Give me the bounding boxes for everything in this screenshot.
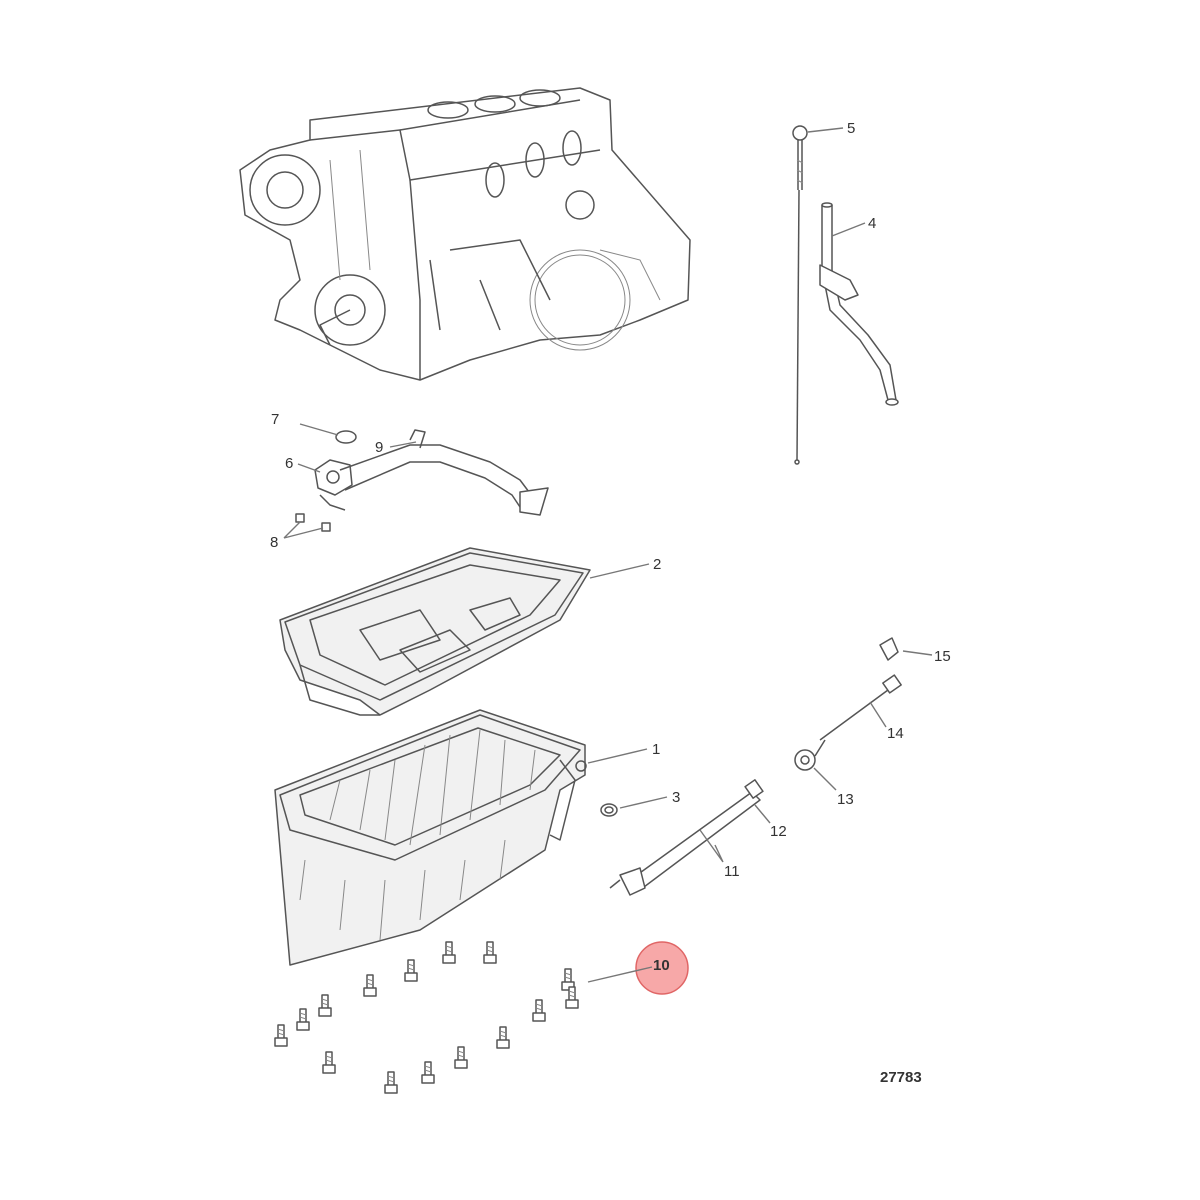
callout-10: 10	[653, 957, 670, 974]
bolt	[384, 1071, 398, 1094]
dipstick	[792, 125, 808, 465]
callout-13: 13	[837, 791, 854, 808]
oil-level-sensor	[609, 779, 764, 896]
clip	[879, 637, 899, 661]
sensor-seal	[794, 739, 826, 771]
bolt	[454, 1046, 468, 1069]
oil-pickup-tube	[295, 429, 549, 532]
callout-11: 11	[724, 863, 740, 880]
oil-pan-upper	[279, 547, 591, 716]
callout-6: 6	[285, 455, 293, 472]
dipstick-tube	[819, 202, 899, 406]
washer	[600, 803, 618, 817]
bolt	[442, 941, 456, 964]
figure-number: 27783	[880, 1069, 922, 1086]
oil-pan-bolts	[274, 941, 579, 1094]
callout-5: 5	[847, 120, 855, 137]
bolt	[322, 1051, 336, 1074]
highlight-circle-10	[635, 941, 689, 995]
o-ring	[335, 430, 357, 444]
leader-lines	[283, 127, 933, 983]
wire-harness	[819, 674, 902, 741]
bolt	[483, 941, 497, 964]
callout-7: 7	[271, 411, 279, 428]
bolt	[274, 1024, 288, 1047]
bolt	[532, 999, 546, 1022]
callout-labels: 5 4 7 9 6 8 2 15 14 1 3 13 12 11 10 2778…	[270, 120, 951, 1086]
callout-9: 9	[375, 439, 383, 456]
callout-1: 1	[652, 741, 660, 758]
bolt	[421, 1061, 435, 1084]
bolt	[565, 986, 579, 1009]
callout-8: 8	[270, 534, 278, 551]
oil-pan-lower	[274, 709, 587, 966]
bolt	[496, 1026, 510, 1049]
callout-12: 12	[770, 823, 787, 840]
callout-3: 3	[672, 789, 680, 806]
bolt	[318, 994, 332, 1017]
callout-2: 2	[653, 556, 661, 573]
callout-14: 14	[887, 725, 904, 742]
callout-4: 4	[868, 215, 876, 232]
engine-block	[239, 87, 691, 381]
bolt	[296, 1008, 310, 1031]
bolt	[363, 974, 377, 997]
callout-15: 15	[934, 648, 951, 665]
bolt	[404, 959, 418, 982]
